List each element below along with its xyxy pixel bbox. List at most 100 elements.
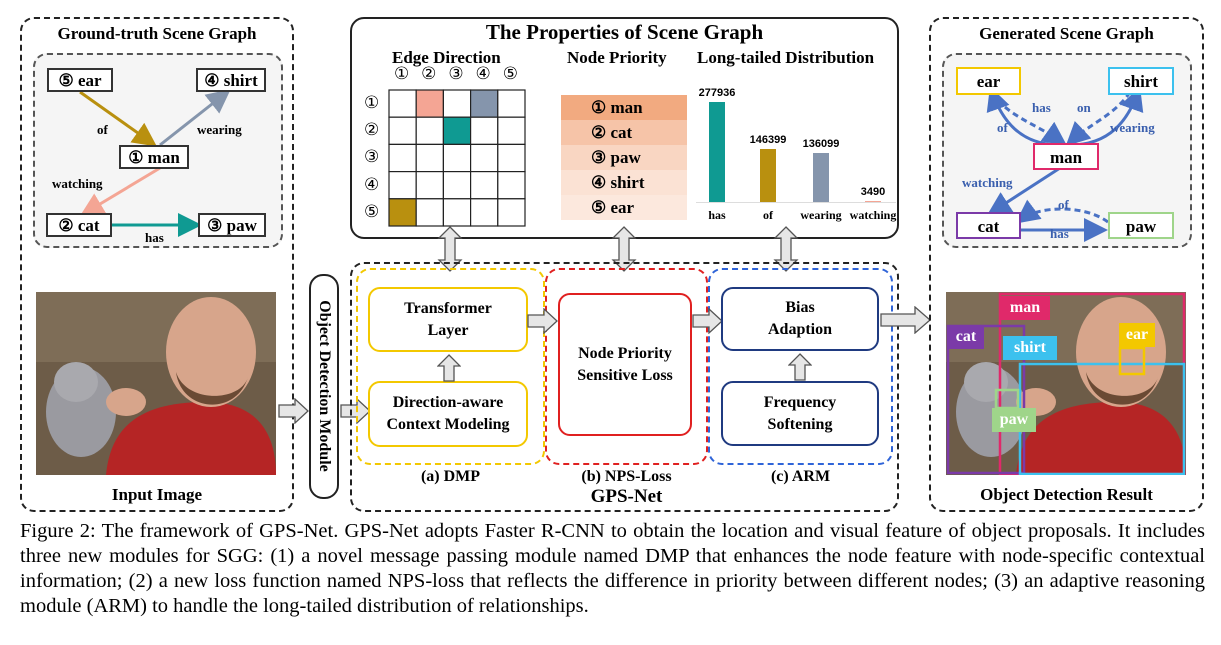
matrix-cell-r4-c5 (497, 170, 526, 200)
gt-node-cat: ② cat (46, 213, 112, 237)
nps-loss-box: Node Priority Sensitive Loss (558, 293, 692, 436)
col-header-2: ② (421, 64, 437, 83)
matrix-cell-r5-c4 (469, 198, 499, 227)
object-detection-module (309, 274, 339, 499)
gen-edge-paw-cat (1015, 199, 1109, 224)
matrix-cell-r2-c1 (388, 116, 417, 146)
det-label-cat: cat (948, 325, 984, 349)
row-header-2: ② (364, 120, 380, 140)
gen-edge-label-wearing: wearing (1110, 120, 1155, 135)
det-box-cat (946, 324, 1026, 475)
bar-has (709, 102, 725, 202)
gen-edge-label-has-bottom: has (1050, 226, 1069, 241)
matrix-cell-r2-c3 (442, 116, 472, 146)
matrix-cell-r4-c3 (442, 170, 472, 200)
gen-edge-man-cat (986, 166, 1061, 216)
bidir-arrow-dmp (437, 226, 463, 272)
col-header-4: ④ (475, 64, 491, 83)
input-image (36, 292, 276, 475)
node-priority-title: Node Priority (567, 48, 667, 67)
dmp-label: (a) DMP (420, 468, 481, 485)
bar-category-label-watching: watching (849, 208, 897, 222)
gen-node-shirt: shirt (1108, 67, 1174, 95)
matrix-cell-r4-c4 (469, 170, 499, 200)
matrix-cell-r1-c1 (388, 89, 417, 118)
gen-node-ear: ear (956, 67, 1021, 95)
edge-ear-man (79, 90, 157, 147)
matrix-cell-r5-c3 (442, 198, 472, 227)
col-header-3: ③ (448, 64, 464, 83)
arrow-gpsnet-to-result (880, 306, 931, 334)
arrow-image-to-odm (278, 398, 309, 424)
bar-value-label-of: 146399 (749, 134, 787, 147)
gen-node-paw: paw (1108, 212, 1174, 239)
properties-title: The Properties of Scene Graph (485, 20, 764, 44)
matrix-cell-r5-c5 (497, 198, 526, 227)
det-label-man: man (1000, 296, 1050, 320)
direction-aware-box: Direction-aware Context Modeling (368, 381, 528, 447)
gt-edge-label-watching: watching (52, 176, 103, 191)
matrix-cell-r4-c2 (415, 170, 445, 200)
matrix-cell-r5-c2 (415, 198, 445, 227)
det-label-paw: paw (992, 408, 1036, 432)
nps-loss-label: (b) NPS-Loss (581, 468, 672, 485)
odm-label: Object Detection Module (316, 300, 333, 472)
det-label-ear: ear (1119, 323, 1155, 347)
gpsnet-label: GPS-Net (590, 486, 663, 507)
generated-graph-title: Generated Scene Graph (979, 24, 1154, 43)
arrow-dmp-to-nps (527, 308, 558, 334)
gt-node-man: ① man (119, 145, 189, 169)
matrix-cell-r1-c3 (442, 89, 472, 118)
detection-result-label: Object Detection Result (980, 485, 1153, 504)
gen-edge-label-of-bottom: of (1058, 197, 1069, 212)
bar-of (760, 149, 776, 202)
bar-category-label-has: has (708, 208, 726, 222)
priority-item-3: ③ paw (561, 145, 687, 170)
bar-value-label-watching: 3490 (860, 185, 886, 198)
det-label-shirt: shirt (1003, 336, 1057, 360)
transformer-layer-box: Transformer Layer (368, 287, 528, 352)
row-header-4: ④ (364, 174, 380, 194)
priority-item-1: ① man (561, 95, 687, 120)
matrix-cell-r3-c5 (497, 143, 526, 173)
priority-item-2: ② cat (561, 120, 687, 145)
edge-direction-title: Edge Direction (392, 48, 501, 67)
right-panel (929, 17, 1204, 512)
matrix-cell-r2-c5 (497, 116, 526, 146)
nps-region (545, 268, 708, 465)
matrix-col-headers: ① ② ③ ④ ⑤ (388, 64, 524, 84)
frequency-softening-box: Frequency Softening (721, 381, 879, 446)
bar-category-label-wearing: wearing (800, 208, 842, 222)
gt-scene-graph-title: Ground-truth Scene Graph (57, 24, 257, 43)
priority-item-4: ④ shirt (561, 170, 687, 195)
gt-edge-label-of: of (97, 122, 108, 137)
row-header-3: ③ (364, 147, 380, 167)
matrix-cell-r1-c2 (415, 89, 445, 118)
gen-edge-label-has-top: has (1032, 100, 1051, 115)
left-panel (20, 17, 294, 512)
bar-watching (865, 200, 881, 202)
matrix-cell-r2-c2 (415, 116, 445, 146)
gen-edge-man-ear-has (990, 91, 1067, 146)
row-header-5: ⑤ (364, 201, 380, 221)
bar-value-label-wearing: 136099 (802, 138, 840, 151)
gen-edge-shirt-man-on (1065, 91, 1132, 147)
bar-category-label-of: of (763, 208, 773, 222)
det-box-ear (1118, 346, 1146, 376)
gt-node-ear: ⑤ ear (47, 68, 113, 92)
bidir-arrow-arm (773, 226, 799, 272)
arm-region (708, 268, 893, 465)
arrow-direction-to-transformer (437, 354, 461, 382)
matrix-cell-r3-c1 (388, 143, 417, 173)
gpsnet-panel (350, 262, 899, 512)
matrix-cell-r5-c1 (388, 198, 417, 227)
matrix-cell-r1-c5 (497, 89, 526, 118)
matrix-cell-r2-c4 (469, 116, 499, 146)
gen-edge-label-on: on (1077, 100, 1091, 115)
edge-man-shirt (159, 89, 231, 147)
bar-wearing (813, 153, 829, 202)
matrix-cell-r3-c4 (469, 143, 499, 173)
row-header-1: ① (364, 93, 380, 112)
bias-adaption-box: Bias Adaption (721, 287, 879, 351)
